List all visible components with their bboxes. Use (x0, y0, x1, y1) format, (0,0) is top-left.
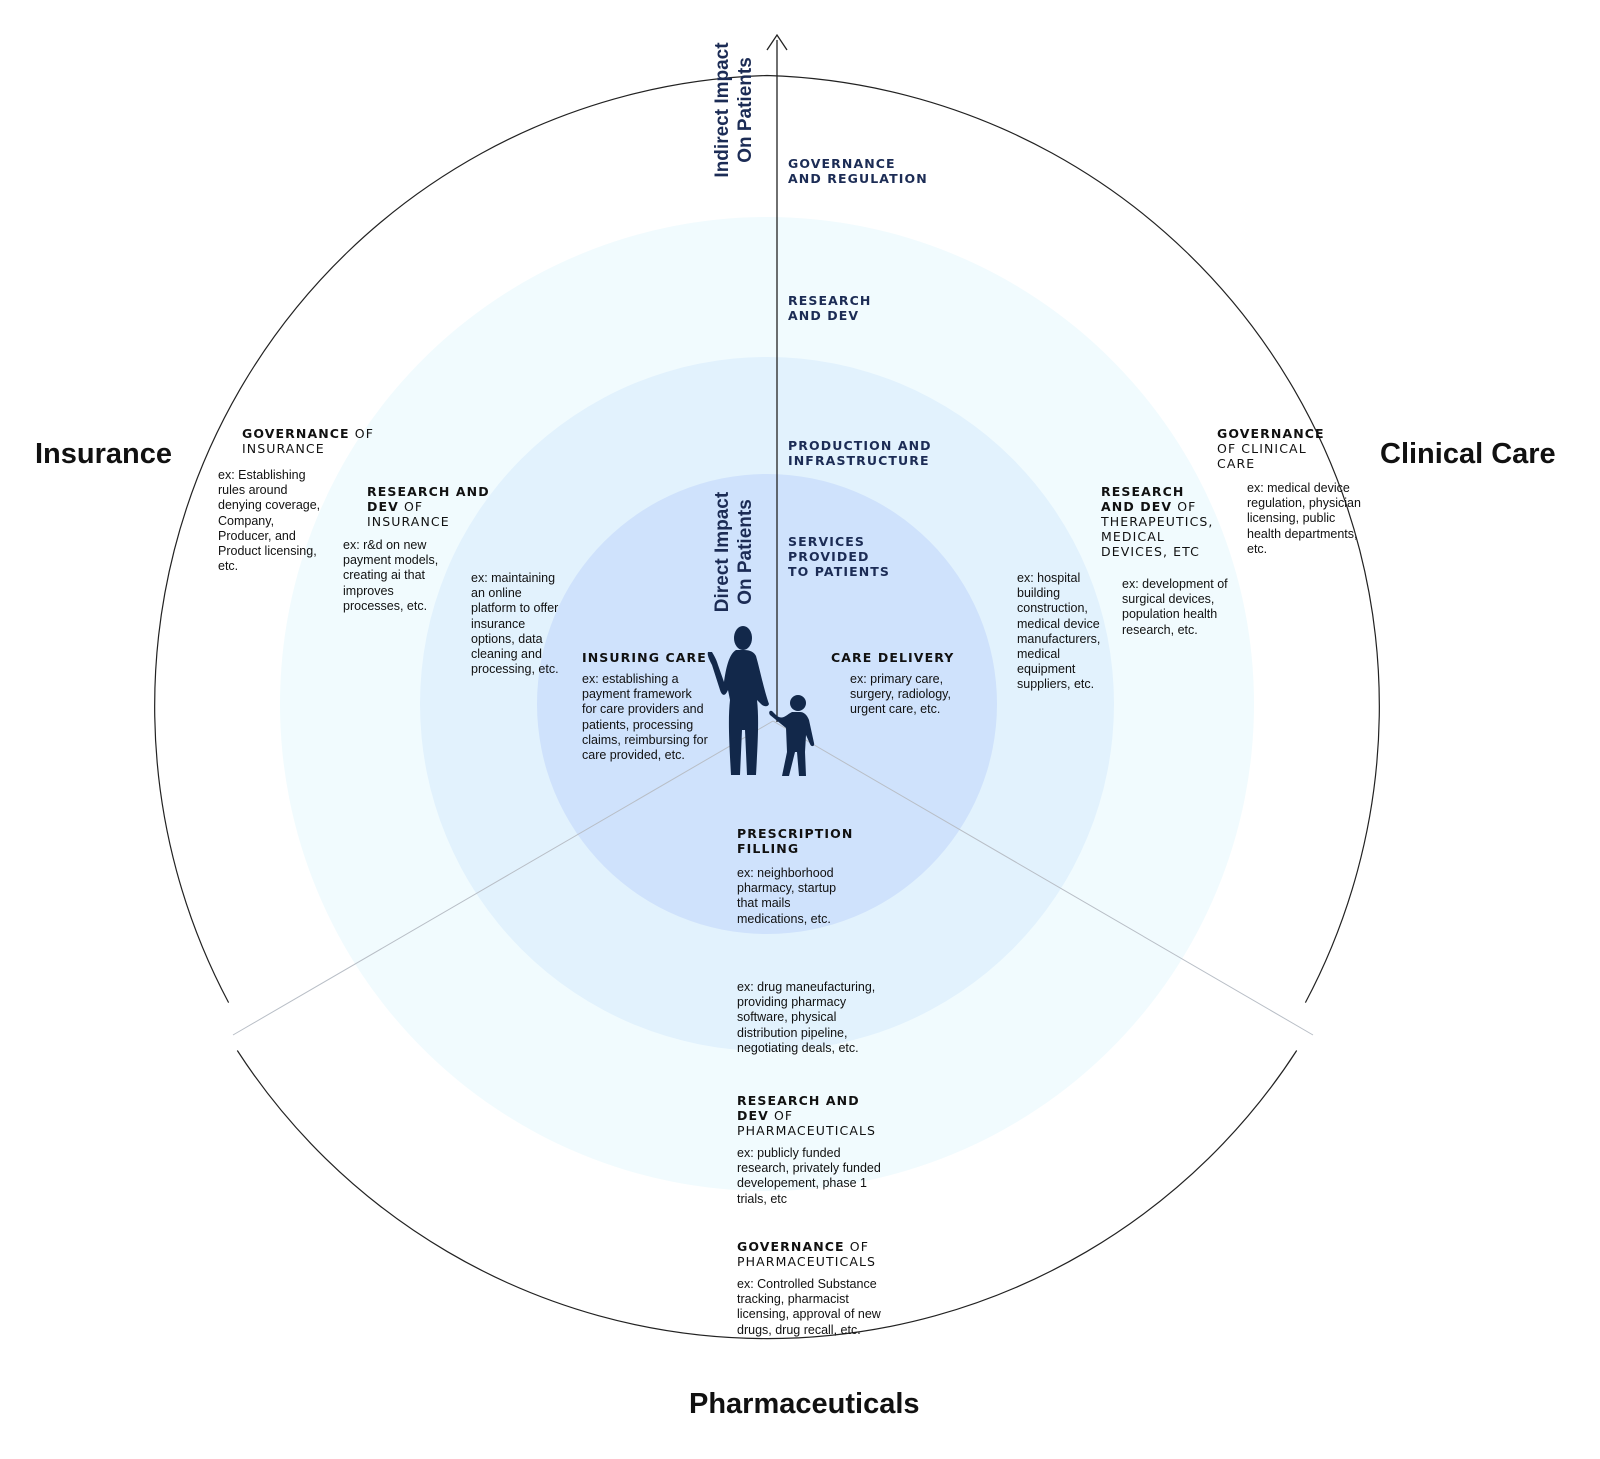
pharma-gov-sector: PHARMACEUTICALS (737, 1254, 877, 1269)
axis-direct-line2: On Patients (735, 499, 756, 605)
prescription-filling-title: PRESCRIPTION FILLING (737, 826, 853, 856)
ring-label-production: PRODUCTION AND INFRASTRUCTURE (788, 438, 932, 468)
ring-label-governance: GOVERNANCE AND REGULATION (788, 156, 928, 186)
ring-governance-line1: GOVERNANCE (788, 156, 896, 171)
pharma-production-example: ex: drug maneufacturing, providing pharm… (737, 980, 876, 1055)
ring-production-line2: INFRASTRUCTURE (788, 453, 930, 468)
insuring-care-example: ex: establishing a payment framework for… (582, 672, 708, 763)
insurance-production-example: ex: maintaining an online platform to of… (471, 571, 559, 677)
clinical-research-example: ex: development of surgical devices, pop… (1122, 577, 1228, 637)
insurance-rd-line1: RESEARCH AND (367, 484, 490, 499)
clinical-rd-line4: MEDICAL (1101, 529, 1165, 544)
outer-ring-arc-top (154, 74, 1380, 1003)
pharma-gov-of: OF (844, 1239, 870, 1254)
clinical-research-title: RESEARCH AND DEV OF THERAPEUTICS, MEDICA… (1101, 484, 1214, 559)
ring-label-research: RESEARCH AND DEV (788, 293, 871, 323)
clinical-governance-example: ex: medical device regulation, physician… (1247, 481, 1361, 556)
axis-indirect-line1: Indirect Impact (712, 42, 733, 178)
ring-research-line2: AND DEV (788, 308, 860, 323)
insurance-gov-bold: GOVERNANCE (242, 426, 350, 441)
ring-services-line2: PROVIDED (788, 549, 870, 564)
pharma-rd-dev: DEV (737, 1108, 769, 1123)
clinical-gov-sector: CARE (1217, 456, 1256, 471)
pharma-rd-sector: PHARMACEUTICALS (737, 1123, 877, 1138)
clinical-rd-line3: THERAPEUTICS, (1101, 514, 1214, 529)
axis-label-direct: Direct Impact On Patients (711, 484, 757, 620)
clinical-governance-title: GOVERNANCE OF CLINICAL CARE (1217, 426, 1325, 471)
insurance-gov-sector: INSURANCE (242, 441, 325, 456)
ring-production-line1: PRODUCTION AND (788, 438, 932, 453)
sector-title-insurance: Insurance (35, 438, 172, 470)
prescription-line1: PRESCRIPTION (737, 826, 854, 841)
insurance-research-title: RESEARCH AND DEV OF INSURANCE (367, 484, 490, 529)
pharma-research-title: RESEARCH AND DEV OF PHARMACEUTICALS (737, 1093, 876, 1138)
care-delivery-title: CARE DELIVERY (831, 650, 955, 665)
pharma-research-example: ex: publicly funded research, privately … (737, 1146, 881, 1206)
insurance-governance-example: ex: Establishing rules around denying co… (218, 468, 321, 574)
pharma-rd-line1: RESEARCH AND (737, 1093, 860, 1108)
insuring-care-title: INSURING CARE (582, 650, 707, 665)
axis-arrowhead (766, 33, 788, 51)
care-delivery-example: ex: primary care, surgery, radiology, ur… (850, 672, 951, 717)
clinical-production-example: ex: hospital building construction, medi… (1017, 571, 1101, 692)
sector-title-pharmaceuticals: Pharmaceuticals (689, 1388, 920, 1420)
insurance-rd-sector: INSURANCE (367, 514, 450, 529)
clinical-rd-line5: DEVICES, ETC (1101, 544, 1200, 559)
axis-label-indirect: Indirect Impact On Patients (711, 35, 757, 185)
pharma-governance-example: ex: Controlled Substance tracking, pharm… (737, 1277, 881, 1337)
insurance-rd-of: OF (398, 499, 424, 514)
clinical-gov-of: OF CLINICAL (1217, 441, 1307, 456)
divider-left (232, 720, 774, 1036)
pharma-gov-bold: GOVERNANCE (737, 1239, 845, 1254)
clinical-gov-bold: GOVERNANCE (1217, 426, 1325, 441)
axis-direct-line1: Direct Impact (712, 491, 733, 613)
insurance-rd-dev: DEV (367, 499, 399, 514)
pharma-governance-title: GOVERNANCE OF PHARMACEUTICALS (737, 1239, 876, 1269)
ring-services-line1: SERVICES (788, 534, 866, 549)
prescription-filling-example: ex: neighborhood pharmacy, startup that … (737, 866, 837, 926)
prescription-line2: FILLING (737, 841, 800, 856)
pharma-rd-of: OF (768, 1108, 794, 1123)
clinical-rd-of: OF (1172, 499, 1197, 514)
sector-title-clinical-care: Clinical Care (1380, 438, 1556, 470)
ring-governance-line2: AND REGULATION (788, 171, 928, 186)
ring-services-line3: TO PATIENTS (788, 564, 891, 579)
ring-label-services: SERVICES PROVIDED TO PATIENTS (788, 534, 890, 579)
figure-icon (707, 626, 815, 776)
ring-research-line1: RESEARCH (788, 293, 872, 308)
clinical-rd-dev: AND DEV (1101, 499, 1173, 514)
axis-indirect-line2: On Patients (735, 57, 756, 163)
clinical-rd-line1: RESEARCH (1101, 484, 1185, 499)
insurance-governance-title: GOVERNANCE OF INSURANCE (242, 426, 374, 456)
insurance-gov-of: OF (349, 426, 375, 441)
divider-right (772, 720, 1314, 1036)
outer-ring-arc-bottom (236, 1050, 1298, 1340)
insurance-research-example: ex: r&d on new payment models, creating … (343, 538, 439, 613)
